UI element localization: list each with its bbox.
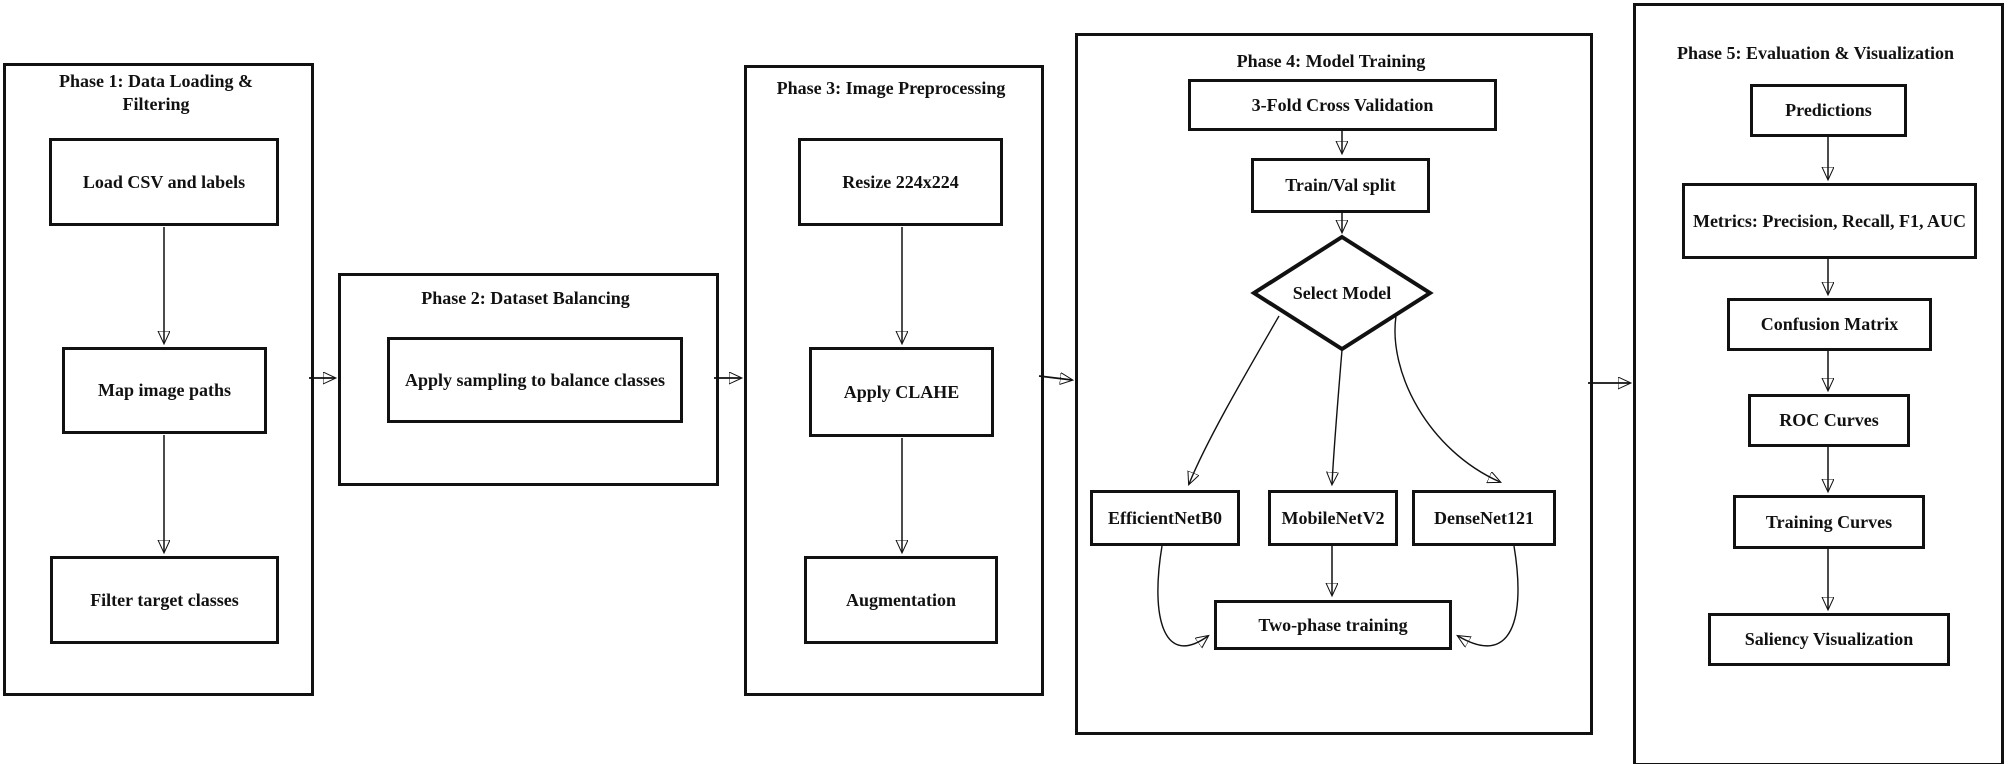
node-metrics: Metrics: Precision, Recall, F1, AUC <box>1682 183 1977 259</box>
arrow-phase3-to-phase4 <box>1038 376 1072 380</box>
arrow-densenet-to-twophase <box>1458 545 1519 646</box>
node-apply-sampling: Apply sampling to balance classes <box>387 337 683 423</box>
phase-3-title: Phase 3: Image Preprocessing <box>776 78 1006 98</box>
phase-1-container <box>3 63 314 696</box>
node-augmentation: Augmentation <box>804 556 998 644</box>
node-map-image-paths: Map image paths <box>62 347 267 434</box>
phase-2-title: Phase 2: Dataset Balancing <box>421 288 630 308</box>
arrow-efficientnet-to-twophase <box>1157 545 1208 646</box>
phase-2-container <box>338 273 719 486</box>
node-two-phase-training: Two-phase training <box>1214 600 1452 650</box>
arrow-select-to-densenet <box>1394 315 1500 482</box>
node-efficientnetb0: EfficientNetB0 <box>1090 490 1240 546</box>
node-training-curves: Training Curves <box>1733 495 1925 549</box>
node-densenet121: DenseNet121 <box>1412 490 1556 546</box>
arrow-select-to-efficientnet <box>1189 315 1280 484</box>
phase-1-title: Phase 1: Data Loading & Filtering <box>58 71 253 115</box>
node-roc-curves: ROC Curves <box>1748 394 1910 447</box>
arrow-select-to-mobilenet <box>1332 349 1343 484</box>
node-mobilenetv2: MobileNetV2 <box>1268 490 1398 546</box>
phase-3-container <box>744 65 1044 696</box>
phase-4-container <box>1075 33 1593 735</box>
node-apply-clahe: Apply CLAHE <box>809 347 994 437</box>
node-load-csv-and-labels: Load CSV and labels <box>49 138 279 226</box>
node-train-val-split: Train/Val split <box>1251 158 1430 213</box>
phase-4-title: Phase 4: Model Training <box>1236 51 1426 71</box>
phase-5-title: Phase 5: Evaluation & Visualization <box>1676 43 1955 63</box>
select-model-diamond-shape <box>1250 234 1434 352</box>
node-saliency-visualization: Saliency Visualization <box>1708 613 1950 666</box>
node-confusion-matrix: Confusion Matrix <box>1727 298 1932 351</box>
node-predictions: Predictions <box>1750 84 1907 137</box>
node-select-model: Select Model <box>1292 282 1392 303</box>
node-resize-224: Resize 224x224 <box>798 138 1003 226</box>
node-filter-target-classes: Filter target classes <box>50 556 279 644</box>
node-3-fold-cross-validation: 3-Fold Cross Validation <box>1188 79 1497 131</box>
